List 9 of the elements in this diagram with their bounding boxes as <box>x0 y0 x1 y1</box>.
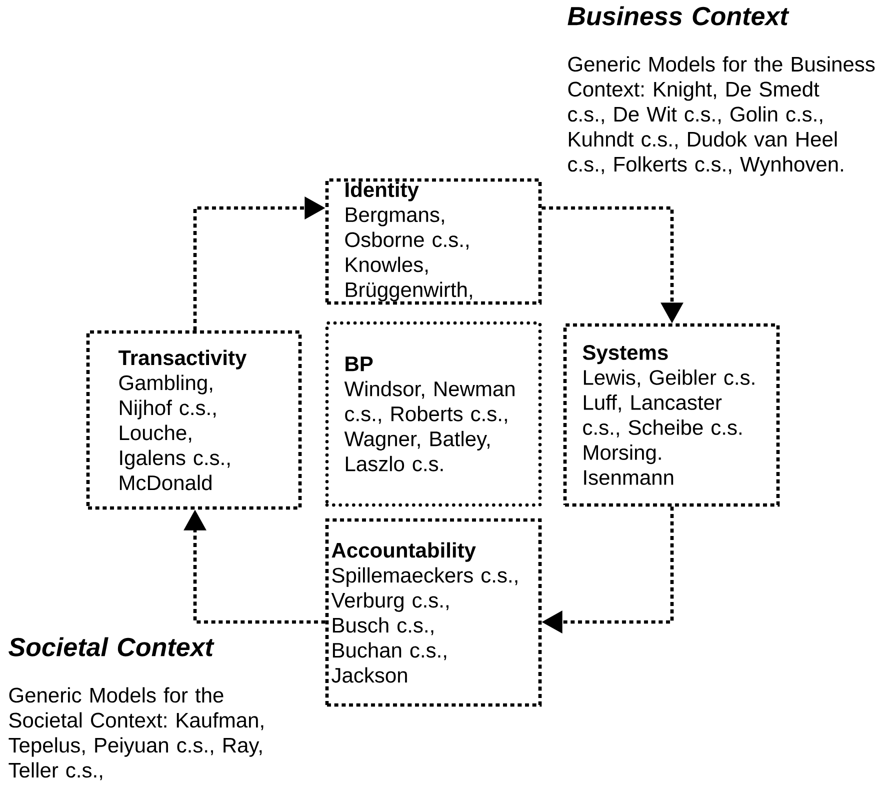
author-box: Accountability Spillemaeckers c.s., Verburg c.s., Busch c.s., Buchan c.s., Jackson <box>325 518 542 707</box>
author-box: Systems Lewis, Geibler c.s. Luff, Lancaster c.s., Scheibe c.s. Morsing. Isenmann <box>563 323 780 507</box>
author-box: Identity Bergmans, Osborne c.s., Knowles, Brüggenwirth, <box>325 178 542 305</box>
context-heading: Societal Context <box>8 637 214 656</box>
context-heading: Business Context <box>568 6 790 26</box>
author-box: BP Windsor, Newman c.s., Roberts c.s., Wagner, Batley, Laszlo c.s. <box>325 321 542 507</box>
context-note: Generic Models for the Business Context: Knight, De Smedt c.s., De Wit c.s., Golin c.s., Kuhndt c.s., Dudok van Heel c.s., Folkerts c.s., Wynhoven. <box>568 56 875 176</box>
author-box: Transactivity Gambling, Nijhof c.s., Louche, Igalens c.s., McDonald <box>86 330 302 510</box>
context-note: Generic Models for the Societal Context: Kaufman, Tepelus, Peiyuan c.s., Ray, Teller c.s., <box>8 687 264 780</box>
